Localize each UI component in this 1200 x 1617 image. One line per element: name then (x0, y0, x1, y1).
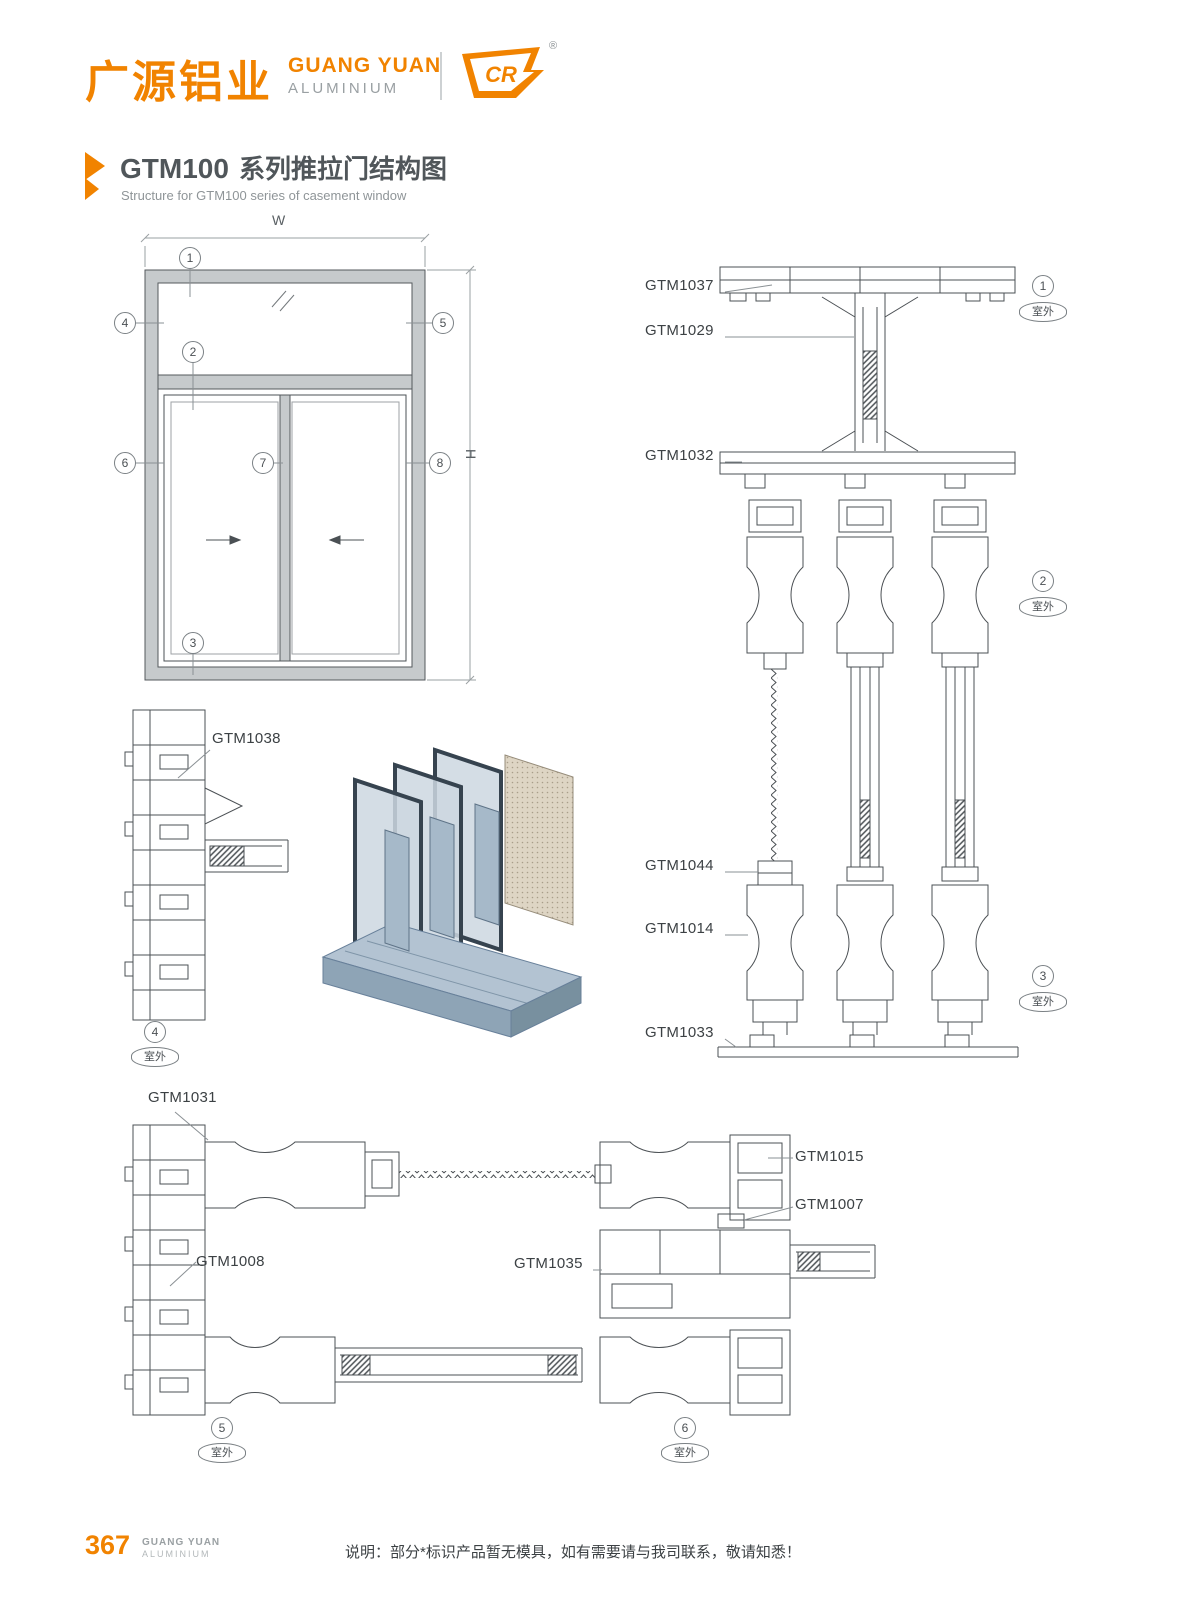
horizontal-cross-section-drawing (120, 1111, 920, 1440)
footer-brand-en: GUANG YUAN (142, 1537, 221, 1548)
elevation-callout-1: 1 (179, 247, 201, 269)
brand-logo-sub: ALUMINIUM (288, 80, 400, 97)
section-callout-6: 6 (674, 1417, 696, 1439)
section-callout-4: 4 (144, 1021, 166, 1043)
outdoor-badge-6: 室外 (661, 1443, 709, 1463)
brand-logo-cn: 广源铝业 (85, 58, 273, 107)
label-gtm1015: GTM1015 (795, 1148, 864, 1165)
footer-page-number: 367 (85, 1530, 131, 1560)
label-gtm1037: GTM1037 (645, 277, 714, 294)
title-cn: 系列推拉门结构图 (238, 154, 447, 184)
label-gtm1007: GTM1007 (795, 1196, 864, 1213)
frame-section-drawing (120, 700, 330, 1045)
page-subtitle: Structure for GTM100 series of casement … (121, 188, 407, 203)
dim-height-label: H (463, 448, 480, 460)
elevation-callout-8: 8 (429, 452, 451, 474)
page-title: GTM100 系列推拉门结构图 (120, 149, 447, 186)
brand-logo-en: GUANG YUAN (288, 54, 442, 77)
label-gtm1044: GTM1044 (645, 857, 714, 874)
elevation-callout-3: 3 (182, 632, 204, 654)
footer-note: 说明：部分*标识产品暂无模具，如有需要请与我司联系，敬请知悉！ (345, 1544, 801, 1561)
elevation-callout-5: 5 (432, 312, 454, 334)
outdoor-badge-5: 室外 (198, 1443, 246, 1463)
outdoor-badge-1: 室外 (1019, 302, 1067, 322)
section-callout-2: 2 (1032, 570, 1054, 592)
label-gtm1038: GTM1038 (212, 730, 281, 747)
section-callout-3: 3 (1032, 965, 1054, 987)
dim-width-label: W (272, 212, 286, 228)
svg-text:CR: CR (485, 62, 517, 87)
outdoor-badge-2: 室外 (1019, 597, 1067, 617)
elevation-drawing (136, 233, 476, 685)
outdoor-badge-4: 室外 (131, 1047, 179, 1067)
elevation-callout-7: 7 (252, 452, 274, 474)
label-gtm1031: GTM1031 (148, 1089, 217, 1106)
elevation-callout-4: 4 (114, 312, 136, 334)
label-gtm1008: GTM1008 (196, 1253, 265, 1270)
vertical-cross-section-drawing (630, 255, 1090, 1070)
series-code: GTM100 (120, 153, 229, 184)
elevation-callout-6: 6 (114, 452, 136, 474)
outdoor-badge-3: 室外 (1019, 992, 1067, 1012)
section-callout-5: 5 (211, 1417, 233, 1439)
elevation-callout-2: 2 (182, 341, 204, 363)
registered-mark: ® (549, 40, 558, 52)
label-gtm1032: GTM1032 (645, 447, 714, 464)
header-divider (440, 52, 442, 100)
cr-logo-icon: CR (462, 47, 544, 98)
product-render (321, 747, 583, 1038)
label-gtm1029: GTM1029 (645, 322, 714, 339)
footer-brand-sub: ALUMINIUM (142, 1549, 211, 1559)
label-gtm1014: GTM1014 (645, 920, 714, 937)
section-callout-1: 1 (1032, 275, 1054, 297)
title-arrow-icon (85, 152, 105, 200)
label-gtm1033: GTM1033 (645, 1024, 714, 1041)
label-gtm1035: GTM1035 (514, 1255, 583, 1272)
